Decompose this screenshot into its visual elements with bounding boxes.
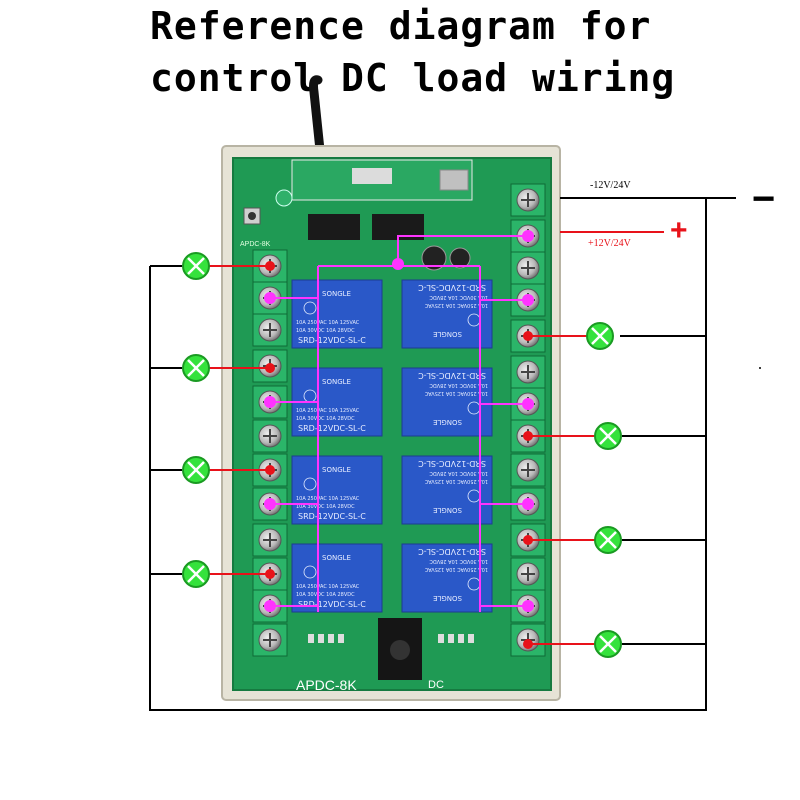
connection-point — [264, 600, 276, 612]
lamp-icon — [594, 630, 622, 658]
connection-point — [392, 258, 404, 270]
relay-model-label: SRD-12VDC-SL-C — [298, 600, 366, 609]
negative-terminal-symbol: − — [752, 177, 775, 221]
relay-model-label: SRD-12VDC-SL-C — [418, 283, 486, 292]
relay-brand-label: SONGLE — [322, 378, 351, 386]
positive-voltage-label: +12V/24V — [588, 238, 632, 249]
lamps — [182, 252, 622, 658]
left-terminal — [252, 523, 288, 557]
connection-point — [264, 498, 276, 510]
relay-2: SONGLE 10A 250VAC 10A 125VAC 10A 30VDC 10A… — [401, 279, 493, 349]
relay-model-label: SRD-12VDC-SL-C — [298, 336, 366, 345]
connection-point — [522, 498, 534, 510]
relay-rating-label: 10A 250VAC 10A 125VAC — [296, 320, 360, 326]
output-point — [523, 331, 533, 341]
positive-terminal-symbol: + — [670, 214, 688, 247]
relay-model-label: SRD-12VDC-SL-C — [298, 512, 366, 521]
connection-point — [264, 396, 276, 408]
relay-5: SONGLE 10A 250VAC 10A 125VAC 10A 30VDC 10A… — [291, 455, 383, 525]
output-point — [523, 535, 533, 545]
lamp-icon — [182, 252, 210, 280]
relay-brand-label: SONGLE — [322, 290, 351, 298]
relay-model-label: SRD-12VDC-SL-C — [418, 547, 486, 556]
right-terminal — [510, 183, 546, 217]
board-model-label: APDC-8K — [296, 677, 357, 693]
magenta-common-wiring — [264, 230, 534, 612]
relay-rating-label: 10A 30VDC 10A 28VDC — [296, 328, 355, 334]
relay-brand-label: SONGLE — [322, 554, 351, 562]
dc-label: DC — [428, 679, 444, 691]
left-terminal — [252, 419, 288, 453]
output-point — [265, 569, 275, 579]
relay-brand-label: SONGLE — [433, 330, 462, 338]
relay-model-label: SRD-12VDC-SL-C — [418, 459, 486, 468]
relay-8: SONGLE 10A 250VAC 10A 125VAC 10A 30VDC 10A… — [401, 543, 493, 613]
left-terminal — [252, 623, 288, 657]
relay-6: SONGLE 10A 250VAC 10A 125VAC 10A 30VDC 10A… — [401, 455, 493, 525]
output-point — [265, 261, 275, 271]
relay-rating-label: 10A 30VDC 10A 28VDC — [429, 470, 488, 476]
relay-rating-label: 10A 30VDC 10A 28VDC — [296, 592, 355, 598]
right-terminal — [510, 523, 546, 557]
relay-model-label: SRD-12VDC-SL-C — [418, 371, 486, 380]
right-terminal — [510, 557, 546, 591]
relay-rating-label: 10A 250VAC 10A 125VAC — [296, 408, 360, 414]
output-point — [265, 465, 275, 475]
relay-brand-label: SONGLE — [322, 466, 351, 474]
relay-4: SONGLE 10A 250VAC 10A 125VAC 10A 30VDC 10A… — [401, 367, 493, 437]
lamp-icon — [586, 322, 614, 350]
relay-rating-label: 10A 250VAC 10A 125VAC — [424, 390, 488, 396]
negative-voltage-label: -12V/24V — [590, 180, 631, 191]
connection-point — [522, 600, 534, 612]
capacitor — [421, 245, 447, 271]
ic-chip-1 — [308, 214, 360, 240]
right-terminal — [510, 251, 546, 285]
relay-rating-label: 10A 30VDC 10A 28VDC — [296, 504, 355, 510]
relay-1: SONGLE 10A 250VAC 10A 125VAC 10A 30VDC 10A… — [291, 279, 383, 349]
output-point — [523, 431, 533, 441]
right-terminal — [510, 355, 546, 389]
relay-rating-label: 10A 30VDC 10A 28VDC — [429, 382, 488, 388]
black-load-wiring — [149, 197, 736, 711]
connection-point — [522, 398, 534, 410]
connection-point — [264, 292, 276, 304]
relay-brand-label: SONGLE — [433, 506, 462, 514]
connection-point — [522, 294, 534, 306]
title-line-2: control DC load wiring — [150, 56, 676, 100]
lamp-icon — [182, 354, 210, 382]
right-terminal — [510, 453, 546, 487]
relay-rating-label: 10A 250VAC 10A 125VAC — [296, 584, 360, 590]
connection-point — [522, 230, 534, 242]
relay-rating-label: 10A 250VAC 10A 125VAC — [296, 496, 360, 502]
board-label-small: APDC-8K — [240, 241, 271, 248]
relay-brand-label: SONGLE — [433, 594, 462, 602]
lamp-icon — [182, 456, 210, 484]
relay-model-label: SRD-12VDC-SL-C — [298, 424, 366, 433]
relay-rating-label: 10A 250VAC 10A 125VAC — [424, 478, 488, 484]
lamp-icon — [182, 560, 210, 588]
relay-rating-label: 10A 30VDC 10A 28VDC — [296, 416, 355, 422]
relay-rating-label: 10A 30VDC 10A 28VDC — [429, 294, 488, 300]
relay-rating-label: 10A 250VAC 10A 125VAC — [424, 566, 488, 572]
output-point — [265, 363, 275, 373]
relay-brand-label: SONGLE — [433, 418, 462, 426]
title-line-1: Reference diagram for — [150, 4, 652, 48]
lamp-icon — [594, 422, 622, 450]
relays: SONGLE 10A 250VAC 10A 125VAC 10A 30VDC 10A… — [291, 279, 493, 613]
lamp-icon — [594, 526, 622, 554]
relay-7: SONGLE 10A 250VAC 10A 125VAC 10A 30VDC 10A… — [291, 543, 383, 613]
left-terminal — [252, 313, 288, 347]
relay-rating-label: 10A 30VDC 10A 28VDC — [429, 558, 488, 564]
output-point — [523, 639, 533, 649]
relay-rating-label: 10A 250VAC 10A 125VAC — [424, 302, 488, 308]
